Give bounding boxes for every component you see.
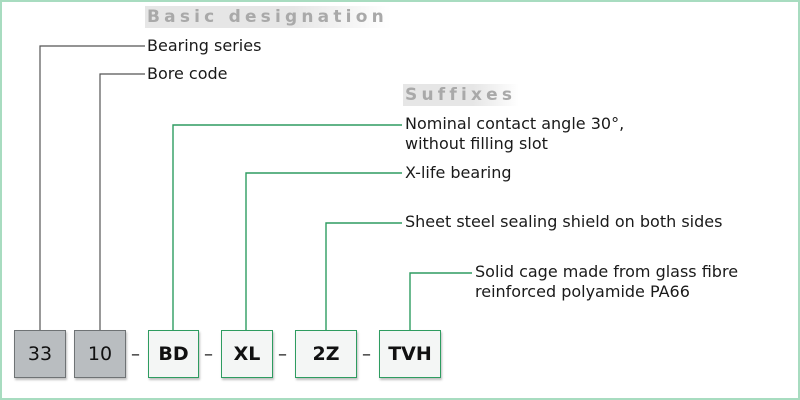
code-box-tvh: TVH [379, 330, 441, 378]
code-box-xl: XL [221, 330, 273, 378]
label-contact-angle-line1: Nominal contact angle 30°, [405, 114, 625, 133]
code-box-bd: BD [148, 330, 199, 378]
connector-bearing-series [39, 45, 145, 330]
label-solid-cage: Solid cage made from glass fibre reinfor… [475, 262, 738, 302]
label-bearing-series: Bearing series [147, 36, 262, 55]
label-contact-angle-line2: without filling slot [405, 134, 548, 153]
code-box-2z: 2Z [295, 330, 357, 378]
connector-tvh [409, 272, 472, 330]
heading-basic-designation: Basic designation [145, 6, 391, 28]
separator-dash: – [131, 344, 140, 365]
label-bore-code: Bore code [147, 64, 228, 83]
label-x-life: X-life bearing [405, 163, 512, 182]
label-solid-cage-line2: reinforced polyamide PA66 [475, 282, 690, 301]
separator-dash: – [362, 344, 371, 365]
label-solid-cage-line1: Solid cage made from glass fibre [475, 262, 739, 281]
code-box-bore-code: 10 [74, 330, 126, 378]
heading-suffixes: Suffixes [403, 84, 520, 106]
separator-dash: – [204, 344, 213, 365]
connector-2z [325, 222, 402, 330]
label-sealing-shield: Sheet steel sealing shield on both sides [405, 212, 723, 231]
separator-dash: – [278, 344, 287, 365]
code-box-bearing-series: 33 [14, 330, 66, 378]
connector-bore-code [99, 73, 145, 330]
connector-xl [245, 172, 402, 330]
label-contact-angle: Nominal contact angle 30°, without filli… [405, 114, 624, 154]
connector-bd [172, 124, 402, 330]
